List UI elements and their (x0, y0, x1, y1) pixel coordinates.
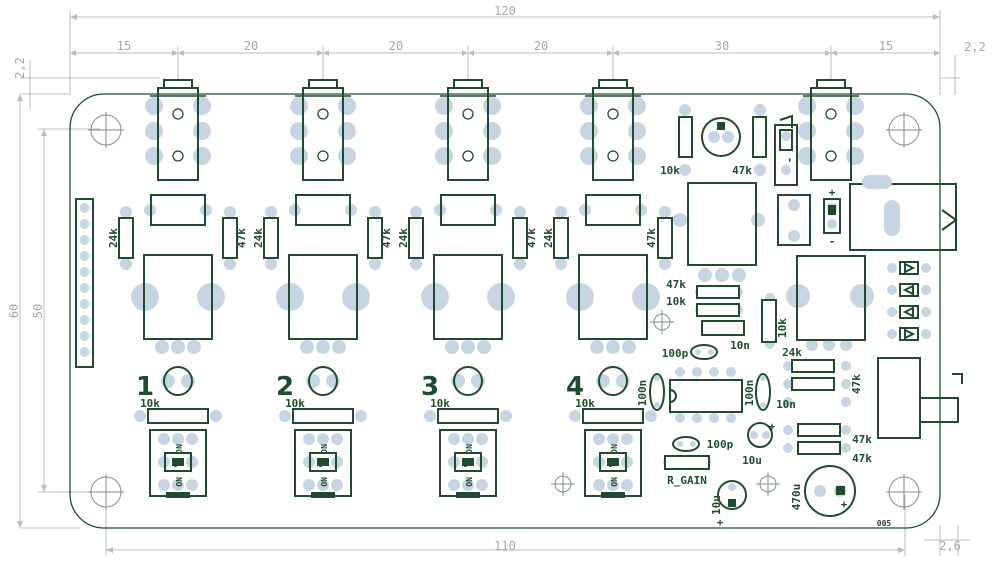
label-r-47k-c: 47k (852, 452, 872, 465)
dim-inner-height: 50 (31, 304, 45, 318)
label-r-24k-b: 24k (782, 346, 802, 359)
dimension-lines (17, 10, 970, 556)
channel-1-footprint (118, 79, 238, 499)
dim-offset-top-right: 2,2 (964, 40, 986, 54)
channel-1-number: 1 (136, 372, 154, 402)
label-r-47k-b: 47k (852, 433, 872, 446)
output-jack (798, 79, 864, 181)
dim-segment-4: 20 (534, 39, 548, 53)
label-c-10u-b: 10u (710, 495, 723, 515)
board-outline (69, 93, 941, 529)
dim-overall-width: 120 (494, 4, 516, 18)
sw1-nc: NC (174, 444, 183, 454)
channel-2-r-left: 24k (252, 228, 265, 248)
label-c-100n-left: 100n (636, 380, 649, 407)
label-minus-top: - (783, 157, 796, 164)
sw2-no: NO (319, 477, 328, 487)
label-r-10k-a: 10k (666, 295, 686, 308)
sw1-no: NO (174, 477, 183, 487)
channel-1-r-bottom: 10k (140, 397, 160, 410)
channel-3-r-bottom: 10k (430, 397, 450, 410)
label-plus-c10u-a: + (769, 420, 776, 433)
channel-4-r-right: 47k (645, 228, 658, 248)
dimension-labels: 120 15 20 20 20 30 15 2,2 2,2 60 50 110 … (7, 4, 986, 553)
dim-segment-1: 15 (117, 39, 131, 53)
label-plus-c10u-b: + (717, 516, 724, 529)
dim-segment-3: 20 (389, 39, 403, 53)
mounting-holes (88, 112, 922, 510)
dim-segment-6: 15 (879, 39, 893, 53)
board-id: 005 (877, 519, 892, 528)
channel-2: 2 24k 47k 10k (252, 79, 393, 499)
channel-4-number: 4 (566, 372, 584, 402)
channel-4-r-bottom: 10k (575, 397, 595, 410)
label-plus-c470u: + (841, 498, 848, 511)
dim-segment-5: 30 (715, 39, 729, 53)
label-r-10k-vert: 10k (776, 318, 789, 338)
channel-2-footprint (263, 79, 383, 499)
sw3-c: C (463, 460, 468, 469)
label-r-top-right: 47k (732, 164, 752, 177)
label-c-100p-a: 100p (662, 347, 689, 360)
label-c-10n-b: 10n (776, 398, 796, 411)
channel-3-r-right: 47k (525, 228, 538, 248)
channel-1-r-left: 24k (107, 228, 120, 248)
channel-3-footprint (408, 79, 528, 499)
top-right-components: 10k 47k - + - 47k (636, 104, 963, 529)
dim-overall-height: 60 (7, 304, 21, 318)
label-c-100n-right: 100n (743, 380, 756, 407)
channel-1: 1 24k 47k 10k (107, 79, 248, 499)
label-plus-power: + (829, 186, 836, 199)
channel-3-number: 3 (421, 372, 439, 402)
label-c-470u: 470u (790, 484, 803, 511)
channel-2-r-bottom: 10k (285, 397, 305, 410)
dim-offset-bottom-right: 2,6 (939, 539, 961, 553)
sw2-nc: NC (319, 444, 328, 454)
channel-4-r-left: 24k (542, 228, 555, 248)
label-minus-power: - (829, 235, 836, 248)
sw3-no: NO (464, 477, 473, 487)
channel-4: 4 24k 47k 10k (542, 79, 673, 499)
dim-segment-2: 20 (244, 39, 258, 53)
sw4-no: NO (609, 477, 618, 487)
channel-3-r-left: 24k (397, 228, 410, 248)
switch-pin-labels: NC C NO NC C NO NC C NO NC C NO (173, 444, 618, 487)
channel-3: 3 24k 47k 10k (397, 79, 538, 499)
label-r-47k-vert: 47k (850, 374, 863, 394)
label-r-47k-a: 47k (666, 278, 686, 291)
channel-4-footprint (553, 79, 673, 499)
label-r-gain: R_GAIN (667, 474, 707, 487)
label-r-top-left: 10k (660, 164, 680, 177)
sw1-c: C (173, 460, 178, 469)
led-array (887, 261, 931, 341)
sw2-c: C (318, 460, 323, 469)
channel-2-r-right: 47k (380, 228, 393, 248)
pin-header (75, 198, 94, 368)
sw3-nc: NC (464, 444, 473, 454)
sw4-c: C (608, 460, 613, 469)
sw4-nc: NC (609, 444, 618, 454)
label-c-10u-a: 10u (742, 454, 762, 467)
label-c-10n-a: 10n (730, 339, 750, 352)
channel-2-number: 2 (276, 372, 294, 402)
dim-inner-width: 110 (494, 539, 516, 553)
label-c-100p-b: 100p (707, 438, 734, 451)
channel-1-r-right: 47k (235, 228, 248, 248)
dim-offset-top-left: 2,2 (13, 57, 27, 79)
